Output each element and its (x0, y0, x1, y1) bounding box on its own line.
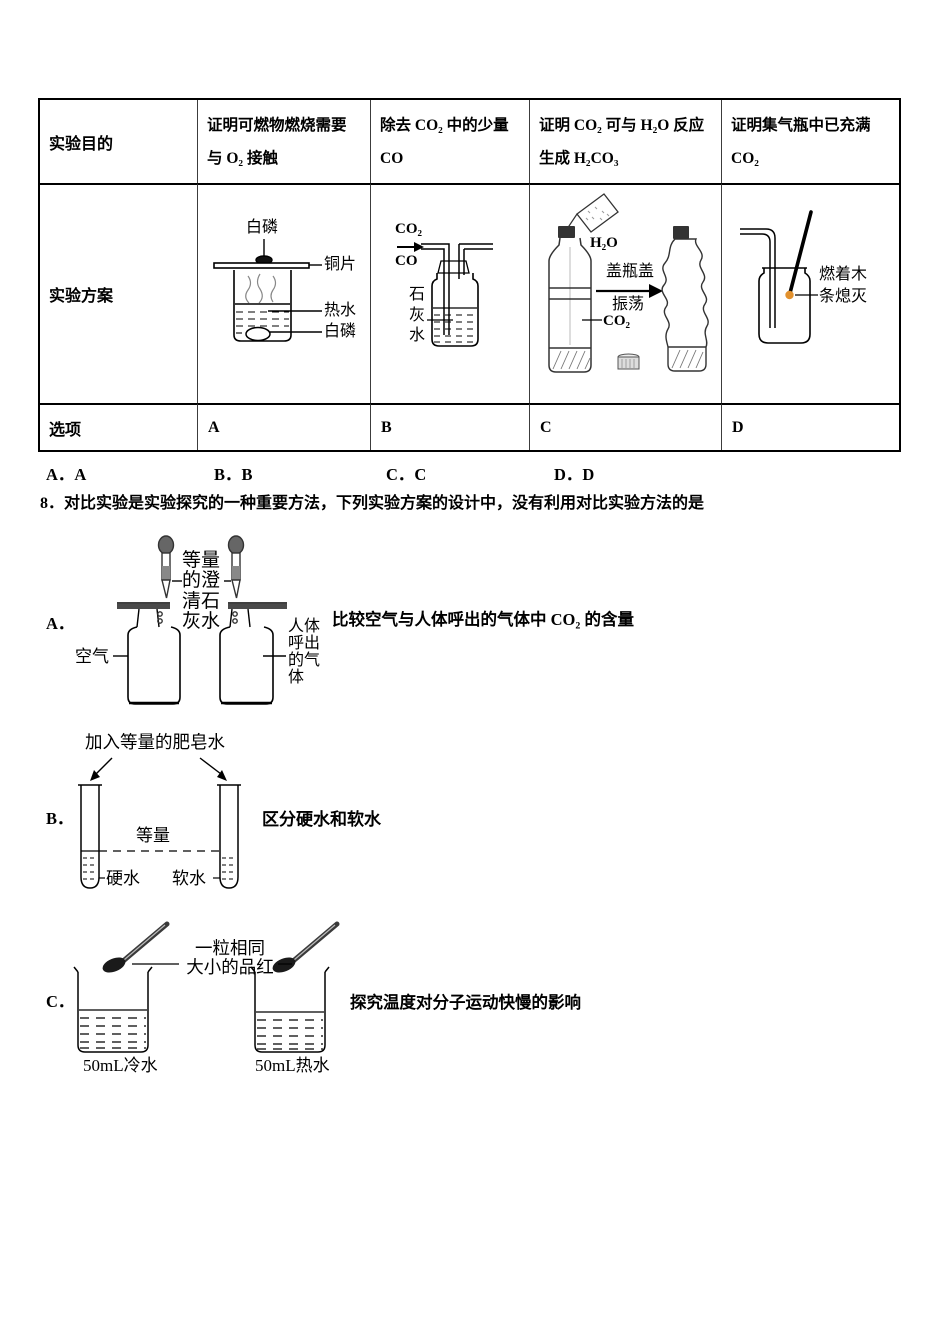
gas-jar-shapes (740, 210, 818, 344)
q8-figure-b: 加入等量的肥皂水 等量 硬水 软水 (60, 725, 360, 897)
hard-water-label: 硬水 (106, 869, 140, 888)
washing-bottle-shapes (397, 242, 493, 347)
q8-option-c-letter: C． (46, 992, 75, 1011)
option-a-letter: A (208, 418, 220, 436)
fuchsin-label-line2: 大小的品红 (186, 957, 274, 977)
purpose-a-line1: 证明可燃物燃烧需要 (207, 117, 347, 134)
purpose-cell-b: 除去 CO₂ 中的少量 CO (370, 100, 529, 183)
exhaled-gas-label: 人体呼出的气体 (288, 618, 321, 686)
scheme-row-label: 实验方案 (40, 183, 197, 403)
white-phosphorus-top-label: 白磷 (246, 219, 279, 236)
purpose-b-line2: CO (380, 150, 404, 167)
purpose-a-line2: 与 O₂ 接触 (207, 150, 278, 167)
option-cell-d: D (721, 403, 899, 450)
white-phosphorus-bottom-label: 白磷 (324, 323, 357, 340)
cold-water-label: 50mL冷水 (83, 1056, 158, 1075)
options-label-text: 选项 (49, 421, 82, 439)
scheme-label-text: 实验方案 (49, 288, 114, 305)
phosphorus-beaker-diagram (213, 239, 322, 342)
q8-option-c-description: 探究温度对分子运动快慢的影响 (350, 993, 581, 1012)
option-b-letter: B (381, 418, 392, 436)
shake-label: 振荡 (612, 296, 645, 313)
purpose-b-line1: 除去 CO₂ 中的少量 (380, 117, 509, 134)
soft-water-label: 软水 (172, 869, 206, 888)
options-row-label: 选项 (40, 403, 197, 450)
purpose-cell-d: 证明集气瓶中已充满 CO₂ (721, 100, 899, 183)
figure-c-svg (73, 921, 340, 1053)
figure-b-svg (78, 757, 241, 889)
purpose-cell-a: 证明可燃物燃烧需要 与 O₂ 接触 (197, 100, 370, 183)
h2o-label: H₂O (590, 235, 618, 251)
diagram-gas-jar-cell: 燃着木条熄灭 (721, 183, 899, 403)
phosphorus-shapes (213, 239, 322, 342)
purpose-c-line2: 生成 H₂CO₃ (539, 150, 619, 167)
figure-a-svg (113, 535, 287, 705)
q8-option-a-description: 比较空气与人体呼出的气体中 CO₂ 的含量 (332, 610, 634, 629)
co2-in-label: CO₂ (395, 221, 422, 237)
answer-choice-a: A．A (46, 465, 87, 484)
option-cell-b: B (370, 403, 529, 450)
experiment-table: 实验目的 证明可燃物燃烧需要 与 O₂ 接触 除去 CO₂ 中的少量 CO 证明… (38, 98, 901, 452)
air-label: 空气 (75, 647, 109, 666)
diagram-bottle-shake-cell: H₂O 盖瓶盖 振荡 CO₂ (529, 183, 721, 403)
q8-option-a-letter: A． (46, 614, 75, 633)
gas-jar-diagram (740, 210, 818, 344)
lime-water-label: 石灰水 (409, 286, 426, 345)
q8-option-b-description: 区分硬水和软水 (262, 810, 381, 829)
option-cell-c: C (529, 403, 721, 450)
purpose-c-line1: 证明 CO₂ 可与 H₂O 反应 (539, 117, 705, 134)
purpose-d-line2: CO₂ (731, 150, 759, 167)
figure-b-shapes (78, 757, 241, 889)
option-d-letter: D (732, 418, 744, 436)
fuchsin-label-line1: 一粒相同 (195, 938, 265, 958)
bottle-shake-diagram (548, 193, 709, 373)
co2-bottle-label: CO₂ (603, 313, 630, 329)
q8-option-b-letter: B． (46, 809, 74, 828)
answer-choice-d: D．D (554, 465, 595, 484)
figure-a-shapes (113, 535, 287, 705)
diagram-phosphorus-cell: 白磷 铜片 热水 白磷 (197, 183, 370, 403)
q8-figure-a: 等量的澄清石灰水 空气 人体呼出的气体 (60, 530, 360, 708)
add-soap-water-label: 加入等量的肥皂水 (85, 732, 225, 752)
question-8-text: 8．对比实验是实验探究的一种重要方法，下列实验方案的设计中，没有利用对比实验方法… (40, 495, 705, 512)
hot-water-beaker-label: 50mL热水 (255, 1056, 330, 1075)
purpose-cell-c: 证明 CO₂ 可与 H₂O 反应 生成 H₂CO₃ (529, 100, 721, 183)
copper-sheet-label: 铜片 (324, 256, 357, 273)
stick-extinguish-label: 燃着木条熄灭 (819, 266, 868, 305)
washing-bottle-diagram (397, 242, 493, 347)
answer-choice-b: B．B (214, 465, 253, 484)
cap-bottle-label: 盖瓶盖 (606, 263, 655, 280)
purpose-d-line1: 证明集气瓶中已充满 (731, 117, 871, 134)
answer-choice-c: C．C (386, 465, 427, 484)
fuchsin-sample-label: 一粒相同 大小的品红 (180, 939, 280, 977)
q8-figure-c: 一粒相同 大小的品红 50mL冷水 50mL热水 (60, 915, 380, 1083)
purpose-label-text: 实验目的 (49, 135, 114, 153)
co-in-label: CO (395, 253, 418, 269)
equal-amount-label: 等量 (136, 826, 170, 845)
equal-limewater-label: 等量的澄清石灰水 (182, 550, 221, 633)
hot-water-label: 热水 (324, 302, 357, 319)
purpose-row-label: 实验目的 (40, 100, 197, 183)
bottle-shake-shapes (548, 193, 709, 373)
option-c-letter: C (540, 418, 552, 436)
figure-c-shapes (73, 921, 340, 1053)
diagram-washing-bottle-cell: CO₂ CO 石灰水 (370, 183, 529, 403)
option-cell-a: A (197, 403, 370, 450)
